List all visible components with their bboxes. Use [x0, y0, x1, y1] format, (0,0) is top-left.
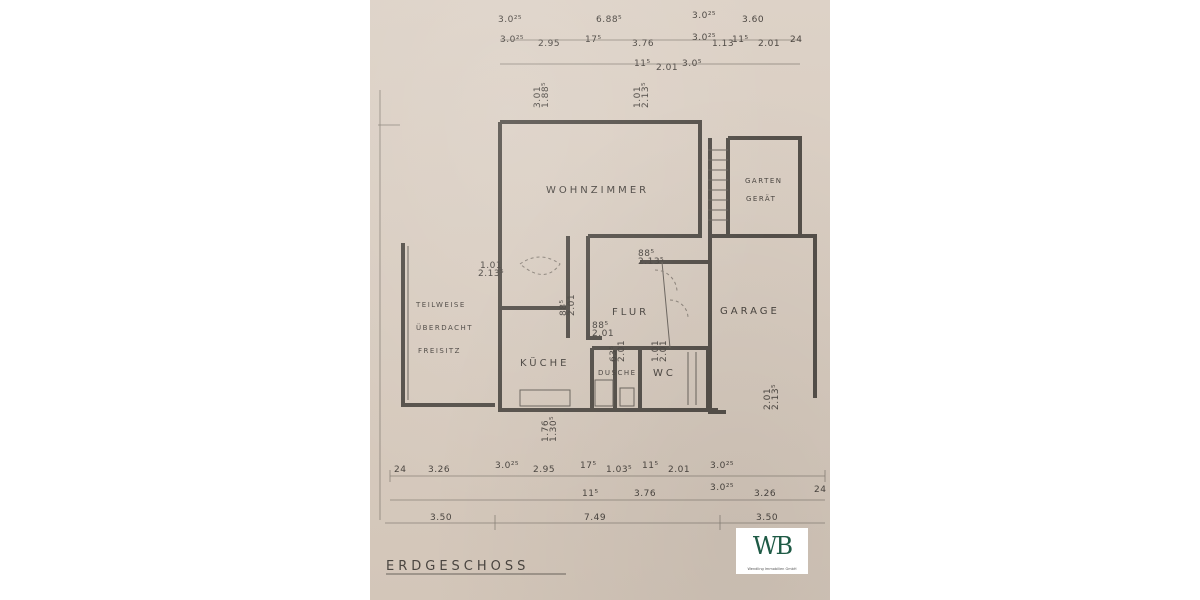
dim-label: 3.0²⁵	[500, 35, 524, 45]
dim-label: 24	[394, 465, 406, 475]
room-label-kueche: KÜCHE	[520, 356, 569, 369]
fixtures	[519, 149, 728, 407]
dim-label: 1.13	[712, 39, 734, 49]
dim-label: 3.0⁵	[682, 59, 702, 69]
dim-label: 6.88⁵	[596, 15, 622, 25]
dim-label: 7.49	[584, 513, 606, 523]
dim-label: 2.01	[763, 388, 773, 410]
dim-label: 3.0²⁵	[692, 33, 716, 43]
inner-dimensions: 1.01 2.13⁵ 3.01 1.88⁵ 1.01 2.13⁵ 88⁵ 2.0…	[478, 82, 781, 442]
dim-label: 2.01	[567, 294, 577, 316]
dim-label: 3.26	[428, 465, 450, 475]
dim-label: 1.01	[633, 86, 643, 108]
brand-logo: WB Wendling Immobilien GmbH	[736, 528, 808, 574]
dim-label: 1.01	[480, 261, 502, 271]
dim-label: 1.76	[541, 420, 551, 442]
dim-label: 2.13⁵	[771, 384, 781, 410]
dim-label: 3.76	[634, 489, 656, 499]
dim-label: 11⁵	[634, 59, 651, 69]
room-label-garten: GARTEN	[745, 177, 783, 185]
room-label-flur: FLUR	[612, 307, 649, 318]
room-label-freisitz: FREISITZ	[418, 347, 461, 355]
dim-label: 3.50	[756, 513, 778, 523]
dim-label: 2.95	[538, 39, 560, 49]
dim-label: 3.60	[742, 15, 764, 25]
room-label-dusche: DUSCHE	[598, 369, 637, 377]
top-dimensions: 3.0²⁵ 6.88⁵ 3.0²⁵ 3.60 3.0²⁵ 2.95 17⁵ 3.…	[498, 11, 802, 73]
dim-label: 1.88⁵	[541, 82, 551, 108]
dim-label: 2.01	[592, 329, 614, 339]
dim-label: 1.03⁵	[606, 465, 632, 475]
dim-label: 24	[790, 35, 802, 45]
dim-label: 2.13⁵	[641, 82, 651, 108]
dim-label: 2.13⁵	[478, 269, 504, 279]
dim-label: 3.0²⁵	[498, 15, 522, 25]
dim-label: 3.26	[754, 489, 776, 499]
bottom-dimensions: 24 3.26 3.0²⁵ 2.95 17⁵ 1.03⁵ 11⁵ 2.01 3.…	[394, 461, 826, 523]
dim-label: 3.0²⁵	[710, 461, 734, 471]
dim-label: 63⁵	[609, 345, 619, 362]
logo-tagline: Wendling Immobilien GmbH	[747, 567, 797, 571]
dim-label: 3.0²⁵	[710, 483, 734, 493]
floor-plan-sheet: WOHNZIMMER GARTEN GERÄT TEILWEISE ÜBERDA…	[370, 0, 830, 600]
dim-label: 88⁵	[559, 299, 569, 316]
dim-label: 11⁵	[582, 489, 599, 499]
dim-label: 3.50	[430, 513, 452, 523]
room-label-wc: WC	[653, 368, 676, 379]
dim-label: 1.01	[651, 340, 661, 362]
dim-label: 17⁵	[585, 35, 602, 45]
dim-label: 17⁵	[580, 461, 597, 471]
dim-label: 24	[814, 485, 826, 495]
room-label-ueberdacht: ÜBERDACHT	[416, 323, 473, 332]
dim-label: 3.76	[632, 39, 654, 49]
room-label-teilweise: TEILWEISE	[415, 301, 466, 309]
dim-label: 3.01	[533, 86, 543, 108]
dim-label: 2.01	[659, 340, 669, 362]
dim-label: 1.30⁵	[549, 416, 559, 442]
dim-label: 2.01	[668, 465, 690, 475]
dim-label: 2.01	[617, 340, 627, 362]
floor-plan-drawing: WOHNZIMMER GARTEN GERÄT TEILWEISE ÜBERDA…	[378, 11, 826, 575]
dim-label: 2.95	[533, 465, 555, 475]
dim-label: 2.13⁵	[638, 257, 664, 267]
dim-label: 2.01	[758, 39, 780, 49]
room-label-geraet: GERÄT	[746, 194, 776, 203]
room-label-garage: GARAGE	[720, 306, 780, 317]
dim-label: 2.01	[656, 63, 678, 73]
room-label-wohnzimmer: WOHNZIMMER	[546, 185, 649, 196]
dim-label: 11⁵	[732, 35, 749, 45]
dim-label: 3.0²⁵	[495, 461, 519, 471]
floor-label: ERDGESCHOSS	[386, 559, 529, 574]
logo-mark: WB	[752, 532, 793, 560]
dim-label: 3.0²⁵	[692, 11, 716, 21]
dimension-lines	[378, 39, 826, 530]
dim-label: 11⁵	[642, 461, 659, 471]
dim-label: 88⁵	[592, 321, 609, 331]
dim-label: 88⁵	[638, 249, 655, 259]
